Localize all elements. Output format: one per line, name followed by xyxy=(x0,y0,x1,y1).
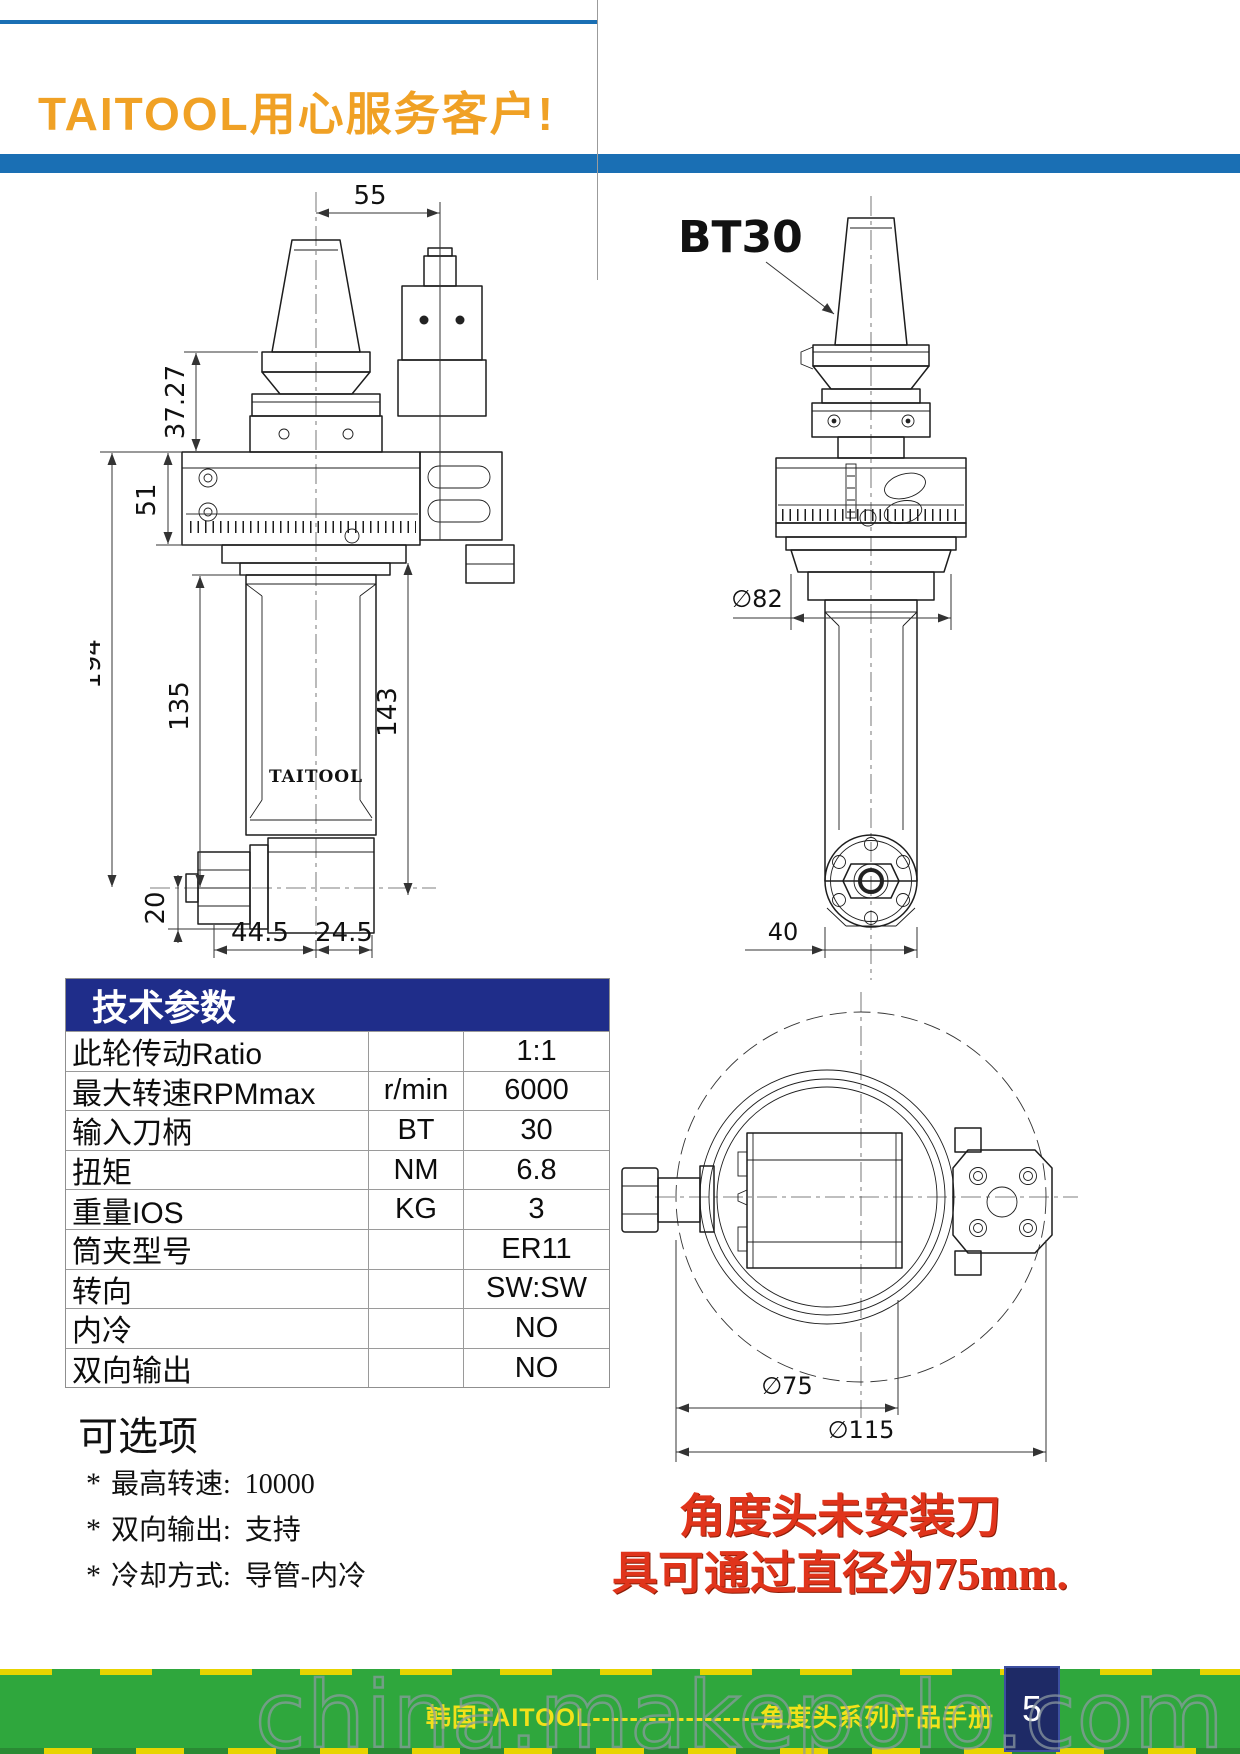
column-divider-line xyxy=(597,0,598,280)
footer-dash-top xyxy=(0,1669,1240,1675)
dim-dia115: ∅115 xyxy=(828,1416,895,1444)
side-view-drawing: BT30 ∅ xyxy=(678,196,967,980)
cell-value: NO xyxy=(463,1309,609,1348)
title-underline-bar xyxy=(0,154,1240,173)
dim-37-27: 37.27 xyxy=(161,365,191,439)
cell-unit xyxy=(368,1269,463,1309)
dim-44-5: 44.5 xyxy=(231,918,289,948)
dim-40: 40 xyxy=(768,918,799,946)
cell-label: 输入刀柄 xyxy=(72,1117,192,1150)
dim-24-5: 24.5 xyxy=(315,918,373,948)
cell-value: 6.8 xyxy=(463,1150,609,1190)
option-bullet: * xyxy=(86,1467,101,1500)
cell-unit: r/min xyxy=(368,1071,463,1111)
cell-unit xyxy=(368,1309,463,1348)
cell-unit xyxy=(368,1348,463,1388)
table-row: 此轮传动Ratio 1:1 xyxy=(66,1031,609,1071)
taper-label-bt30: BT30 xyxy=(678,212,803,263)
cell-label: 此轮传动Ratio xyxy=(72,1038,263,1071)
cell-value: 6000 xyxy=(463,1071,609,1111)
cell-unit: NM xyxy=(368,1150,463,1190)
option-bullet: * xyxy=(86,1559,101,1592)
cell-value: ER11 xyxy=(463,1229,609,1269)
cell-value: 3 xyxy=(463,1190,609,1229)
cell-unit xyxy=(368,1229,463,1269)
options-list: * 最高转速: 10000 * 双向输出: 支持 * 冷却方式: 导管-内冷 xyxy=(86,1462,546,1600)
cell-value: SW:SW xyxy=(463,1269,609,1309)
page-number: 5 xyxy=(1021,1688,1043,1729)
cell-unit: KG xyxy=(368,1190,463,1229)
brand-label-text: TAITOOL xyxy=(269,767,363,787)
notice-text: 角度头未安装刀 具可通过直径为75mm. xyxy=(590,1488,1090,1602)
table-row: 转向 SW:SW xyxy=(66,1268,609,1309)
dim-135: 135 xyxy=(165,681,195,731)
spec-table-title: 技术参数 xyxy=(66,979,609,1031)
table-row: 筒夹型号 ER11 xyxy=(66,1228,609,1269)
table-row: 双向输出 NO xyxy=(66,1347,609,1388)
cell-label: 内冷 xyxy=(72,1315,132,1348)
notice-line2: 具可通过直径为75mm. xyxy=(611,1548,1069,1599)
option-item: * 最高转速: 10000 xyxy=(86,1462,546,1508)
cell-label: 扭矩 xyxy=(72,1157,132,1190)
cell-value: 30 xyxy=(463,1111,609,1150)
page-title: TAITOOL用心服务客户! xyxy=(38,88,555,140)
cell-value: 1:1 xyxy=(463,1032,609,1071)
cell-label: 重量IOS xyxy=(72,1196,184,1229)
option-bullet: * xyxy=(86,1513,101,1546)
cell-label: 最大转速RPMmax xyxy=(72,1077,316,1111)
footer-text: 韩国TAITOOL------------------角度头系列产品手册 xyxy=(425,1704,995,1732)
table-row: 内冷 NO xyxy=(66,1308,609,1348)
option-item: * 冷却方式: 导管-内冷 xyxy=(86,1554,546,1600)
cell-unit xyxy=(368,1032,463,1071)
dim-55: 55 xyxy=(353,181,386,211)
footer-dash-bottom xyxy=(0,1748,1240,1754)
dim-143: 143 xyxy=(373,687,403,737)
cell-value: NO xyxy=(463,1348,609,1388)
option-label: 冷却方式: xyxy=(111,1561,231,1592)
option-label: 双向输出: xyxy=(111,1515,231,1546)
dim-20: 20 xyxy=(141,891,171,924)
cell-label: 转向 xyxy=(72,1275,132,1309)
option-value: 10000 xyxy=(244,1469,315,1500)
cell-unit: BT xyxy=(368,1111,463,1150)
dim-51: 51 xyxy=(132,483,162,516)
top-rule-line xyxy=(0,20,597,24)
dim-dia75: ∅75 xyxy=(761,1372,812,1400)
option-value: 支持 xyxy=(244,1515,301,1546)
option-value: 导管-内冷 xyxy=(244,1561,367,1592)
front-view-drawing: TAITOOL 55 37.27 51 194 135 xyxy=(90,181,515,958)
page-number-box: 5 xyxy=(1004,1666,1060,1752)
option-item: * 双向输出: 支持 xyxy=(86,1508,546,1554)
cell-label: 双向输出 xyxy=(72,1355,192,1388)
cell-label: 筒夹型号 xyxy=(72,1236,192,1269)
notice-line1: 角度头未安装刀 xyxy=(679,1491,1001,1542)
options-title: 可选项 xyxy=(78,1414,198,1459)
dim-dia82: ∅82 xyxy=(731,585,782,613)
dim-194: 194 xyxy=(90,639,107,689)
option-label: 最高转速: xyxy=(111,1469,231,1500)
bottom-view-drawing: ∅75 ∅115 xyxy=(621,992,1078,1462)
